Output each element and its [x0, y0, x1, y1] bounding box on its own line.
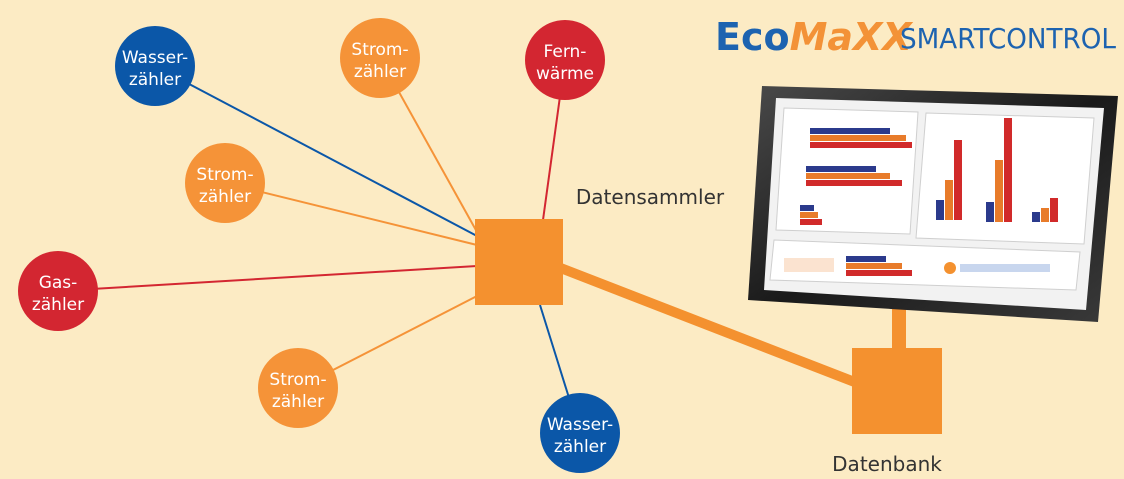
meter-circle: [185, 143, 265, 223]
edge-gas: [57, 265, 478, 292]
meter-wasser-1: Wasser-zähler: [115, 26, 195, 106]
database-box: [852, 348, 942, 434]
database-link: [538, 255, 872, 393]
meter-wasser-2: Wasser-zähler: [540, 393, 620, 473]
meter-label-line1: Gas-: [39, 273, 78, 293]
meter-label-line2: zähler: [272, 392, 324, 412]
meter-label-line2: wärme: [536, 64, 594, 84]
meter-circle: [258, 348, 338, 428]
logo-smartcontrol-text: SMARTCONTROL: [900, 22, 1116, 55]
meter-circle: [540, 393, 620, 473]
logo-eco-text: Eco: [715, 15, 790, 59]
meter-strom-3: Strom-zähler: [258, 348, 338, 428]
meter-label-line1: Fern-: [544, 42, 587, 62]
meter-label-line1: Wasser-: [547, 415, 613, 435]
meter-fernwaerme: Fern-wärme: [525, 20, 605, 100]
database-label: Datenbank: [832, 452, 942, 476]
meter-label-line2: zähler: [554, 437, 606, 457]
edge-wasser-1: [154, 65, 478, 237]
meter-label-line1: Wasser-: [122, 48, 188, 68]
data-collector-box: [475, 219, 563, 305]
monitor-stand: [892, 300, 906, 354]
edge-strom-2: [224, 182, 478, 246]
meter-label-line1: Strom-: [269, 370, 326, 390]
meter-gas: Gas-zähler: [18, 251, 98, 331]
meter-circle: [525, 20, 605, 100]
meter-label-line2: zähler: [129, 70, 181, 90]
meter-label-line2: zähler: [354, 62, 406, 82]
meter-circle: [340, 18, 420, 98]
ecomaxx-logo: EcoMaXX SMARTCONTROL: [715, 15, 1116, 59]
meter-circle: [18, 251, 98, 331]
meter-label-line1: Strom-: [351, 40, 408, 60]
svg-text:EcoMaXX: EcoMaXX: [715, 15, 913, 59]
meter-label-line2: zähler: [32, 295, 84, 315]
meter-strom-1: Strom-zähler: [340, 18, 420, 98]
meter-nodes: Wasser-zählerStrom-zählerFern-wärmeStrom…: [18, 18, 620, 473]
data-collector-label: Datensammler: [576, 185, 725, 209]
meter-label-line1: Strom-: [196, 165, 253, 185]
dashboard-monitor: [748, 86, 1118, 322]
meter-label-line2: zähler: [199, 187, 251, 207]
meter-circle: [115, 26, 195, 106]
meter-strom-2: Strom-zähler: [185, 143, 265, 223]
logo-maxx-text: MaXX: [790, 15, 914, 59]
